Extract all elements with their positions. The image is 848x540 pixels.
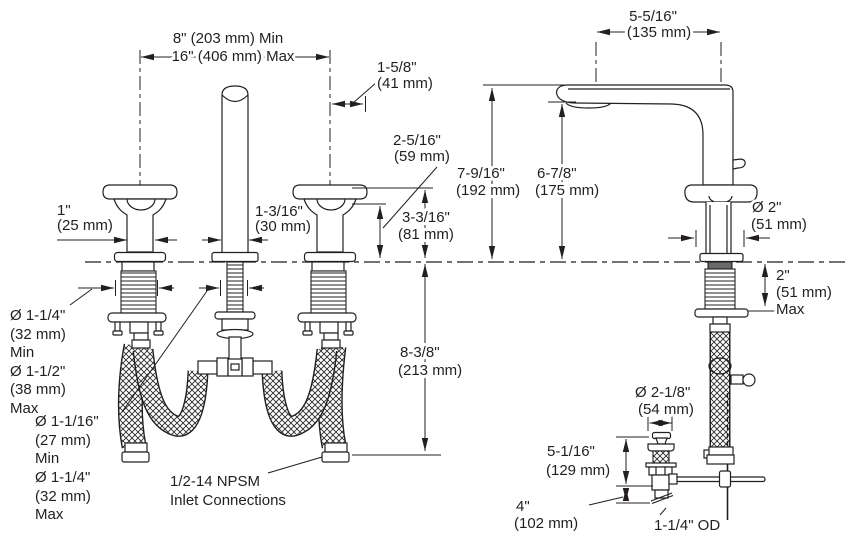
- label-drain-dia-mm: (54 mm): [638, 401, 694, 418]
- label-tailpiece-od: 1-1/4" OD: [654, 517, 720, 534]
- dimension-labels: 8" (203 mm) Min 16" (406 mm) Max 5-5/16"…: [7, 5, 835, 537]
- label-inlet-line1: 1/2-14 NPSM: [170, 473, 260, 490]
- spout-hole-line4: Ø 1-1/4": [35, 469, 90, 486]
- label-spread-min: 8" (203 mm) Min: [173, 30, 283, 47]
- label-deck-thickness-in: 2": [776, 267, 790, 284]
- pivot-rod: [675, 470, 766, 488]
- handle-hole-line5: (38 mm): [10, 381, 66, 398]
- spout-tee-assembly: [197, 261, 273, 377]
- inlet-fitting-right: [321, 442, 350, 463]
- label-inlet-line2: Inlet Connections: [170, 492, 286, 509]
- label-spout-hole: Ø 1-1/16" (27 mm) Min Ø 1-1/4" (32 mm) M…: [32, 410, 102, 526]
- label-handle-height-mm: (81 mm): [398, 226, 454, 243]
- label-drain-height-in: 5-1/16": [547, 443, 595, 460]
- label-drain-dia-in: Ø 2-1/8": [635, 384, 690, 401]
- label-deck-thickness-mm: (51 mm): [776, 284, 832, 301]
- label-handle-to-edge-in: 1-5/8": [377, 59, 417, 76]
- label-spout-reach-in: 5-5/16": [629, 8, 677, 25]
- handle-hole-line4: Ø 1-1/2": [10, 363, 65, 380]
- handle-hole-line6: Max: [10, 400, 39, 417]
- handle-hole-line2: (32 mm): [10, 326, 66, 343]
- spout-side: [555, 84, 758, 263]
- label-drain-height-mm: (129 mm): [546, 462, 610, 479]
- side-view: [555, 84, 766, 520]
- shutoff-knob: [742, 373, 756, 387]
- label-handle-stem-in: 1": [57, 202, 71, 219]
- label-handle-hole: Ø 1-1/4" (32 mm) Min Ø 1-1/2" (38 mm) Ma…: [7, 304, 69, 420]
- label-handle-stem-mm: (25 mm): [57, 217, 113, 234]
- label-below-deck-mm: (213 mm): [398, 362, 462, 379]
- spout-hole-line3: Min: [35, 450, 59, 467]
- label-spout-shank-in: 1-3/16": [255, 203, 303, 220]
- handle-hole-line3: Min: [10, 344, 34, 361]
- label-base-dia-mm: (51 mm): [751, 216, 807, 233]
- label-spout-height-in: 7-9/16": [457, 165, 505, 182]
- label-tailpiece-length-in: 4": [516, 498, 530, 515]
- inlet-fitting-left: [121, 442, 150, 463]
- label-below-deck-in: 8-3/8": [400, 344, 440, 361]
- label-spout-height-mm: (192 mm): [456, 182, 520, 199]
- label-handle-base-height-in: 2-5/16": [393, 132, 441, 149]
- side-supply-hose: [708, 332, 756, 449]
- spout-front: [211, 85, 259, 263]
- label-spout-reach-mm: (135 mm): [627, 24, 691, 41]
- joystick-handle: [732, 158, 746, 170]
- label-spread-max: 16" (406 mm) Max: [172, 48, 295, 65]
- spout-hole-line1: Ø 1-1/16": [35, 413, 99, 430]
- dimension-lines: [57, 28, 779, 516]
- spout-hole-line6: Max: [35, 506, 64, 523]
- label-outlet-height-mm: (175 mm): [535, 182, 599, 199]
- spout-hole-line5: (32 mm): [35, 488, 91, 505]
- label-handle-base-height-mm: (59 mm): [394, 148, 450, 165]
- spout-hole-line2: (27 mm): [35, 432, 91, 449]
- label-outlet-height-in: 6-7/8": [537, 165, 577, 182]
- side-shank: [694, 261, 749, 465]
- label-handle-height-in: 3-3/16": [402, 209, 450, 226]
- label-base-dia-in: Ø 2": [752, 199, 782, 216]
- drain-assembly: [645, 431, 678, 505]
- aerator: [565, 102, 612, 109]
- label-tailpiece-length-mm: (102 mm): [514, 515, 578, 532]
- label-handle-to-edge-mm: (41 mm): [377, 75, 433, 92]
- handle-hole-line1: Ø 1-1/4": [10, 307, 65, 324]
- front-view: [102, 85, 368, 463]
- label-deck-thickness-max: Max: [776, 301, 805, 318]
- label-spout-shank-mm: (30 mm): [255, 218, 311, 235]
